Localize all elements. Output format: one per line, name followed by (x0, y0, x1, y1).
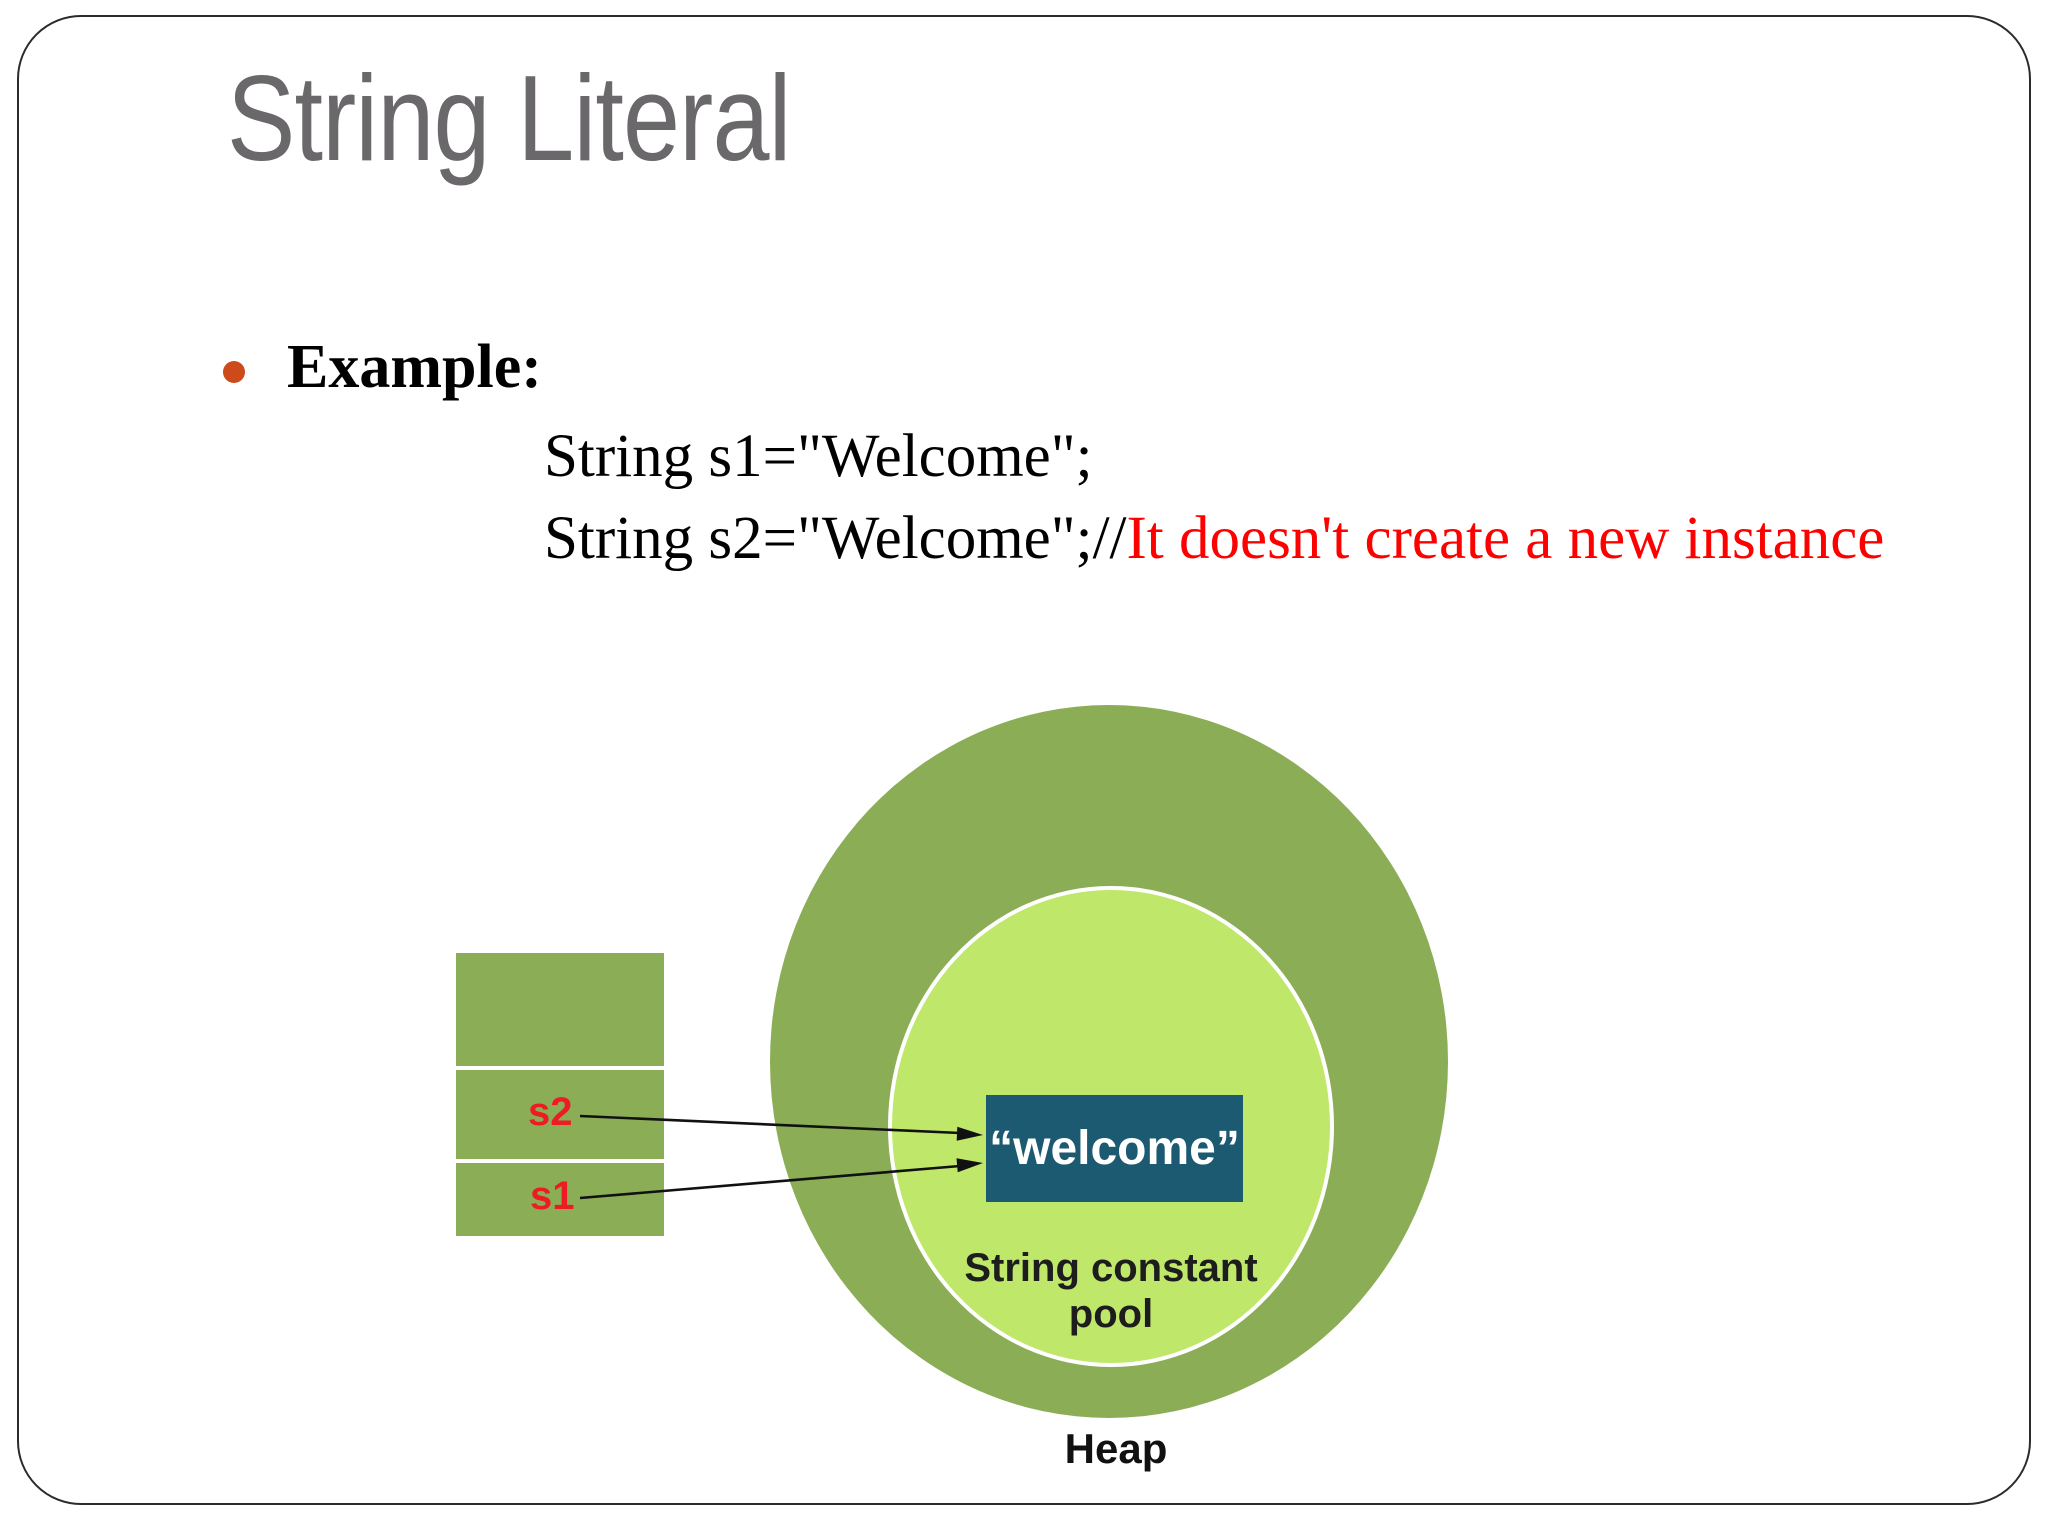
welcome-string-box: “welcome” (986, 1095, 1243, 1202)
code-line-2-statement: String s2="Welcome";// (544, 505, 1127, 572)
bullet-icon (223, 361, 245, 383)
code-line-2-comment: It doesn't create a new instance (1126, 505, 1885, 572)
welcome-string-text: “welcome” (989, 1121, 1240, 1175)
example-label: Example: (287, 333, 542, 401)
string-constant-pool-label: String constant pool (964, 1246, 1258, 1336)
stack-cell (456, 953, 664, 1066)
code-line-2: String s2="Welcome";//It doesn't create … (544, 508, 1884, 569)
stack-cell (456, 1070, 664, 1159)
page-title: String Literal (227, 50, 791, 186)
code-line-1: String s1="Welcome"; (544, 423, 1093, 490)
heap-label: Heap (1064, 1425, 1168, 1472)
stack-label-s1: s1 (530, 1174, 575, 1218)
stack-label-s2: s2 (528, 1090, 573, 1134)
